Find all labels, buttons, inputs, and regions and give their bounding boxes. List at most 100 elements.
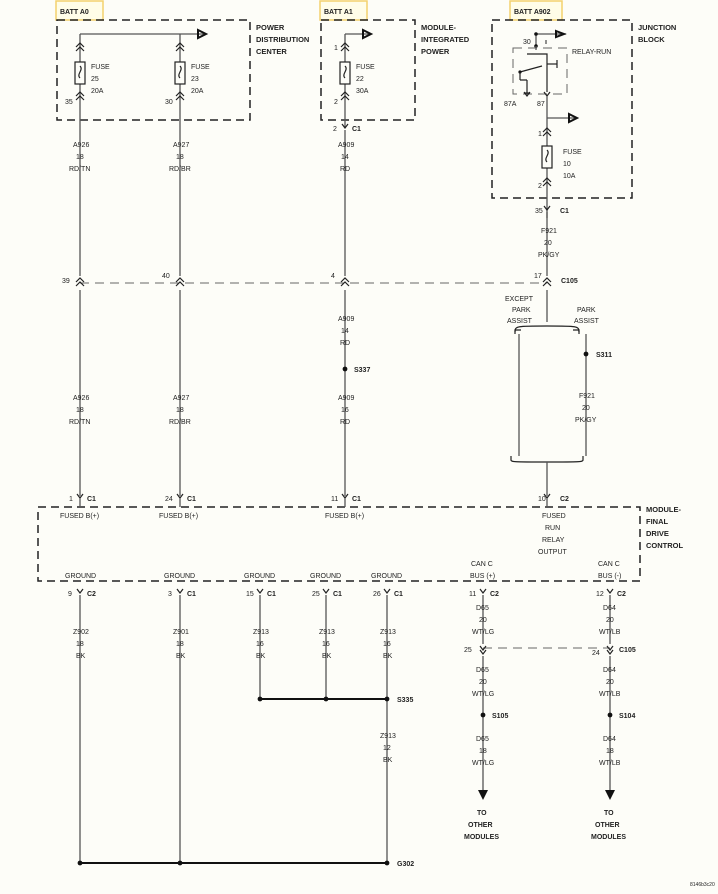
svg-text:F921: F921 (579, 393, 595, 400)
svg-text:C1: C1 (352, 126, 361, 133)
svg-text:PARK: PARK (577, 307, 596, 314)
svg-text:BUS (-): BUS (-) (598, 573, 621, 580)
svg-text:A927: A927 (173, 395, 189, 402)
svg-text:A909: A909 (338, 316, 354, 323)
svg-text:RD: RD (340, 419, 350, 426)
svg-text:FUSE: FUSE (563, 149, 582, 156)
svg-text:20: 20 (479, 617, 487, 624)
svg-text:18: 18 (176, 641, 184, 648)
svg-text:OTHER: OTHER (595, 822, 620, 829)
svg-text:18: 18 (479, 748, 487, 755)
svg-text:OUTPUT: OUTPUT (538, 549, 568, 556)
svg-text:GROUND: GROUND (65, 573, 96, 580)
splice-s337: S337 (342, 366, 370, 374)
svg-text:C2: C2 (87, 591, 96, 598)
svg-text:INTEGRATED: INTEGRATED (421, 35, 470, 44)
svg-text:20A: 20A (191, 88, 204, 95)
svg-text:BUS (+): BUS (+) (470, 573, 495, 580)
svg-text:RD: RD (340, 166, 350, 173)
svg-text:BK: BK (322, 653, 332, 660)
svg-text:Z901: Z901 (173, 629, 189, 636)
svg-text:BATT A0: BATT A0 (60, 9, 89, 16)
svg-text:2: 2 (538, 183, 542, 190)
jb-c1-connector: 35 C1 (535, 205, 569, 215)
junction-block-box (491, 19, 633, 199)
svg-text:C1: C1 (267, 591, 276, 598)
svg-text:S311: S311 (596, 352, 612, 359)
fdc-label: MODULE- FINAL DRIVE CONTROL (646, 505, 683, 550)
relay-run: RELAY-RUN 30 87A 87 (504, 29, 611, 108)
svg-text:35: 35 (535, 208, 543, 215)
svg-text:G302: G302 (397, 861, 414, 868)
svg-text:GROUND: GROUND (164, 573, 195, 580)
wire-label-f921-bot: F921 20 PK/GY (575, 393, 597, 424)
fuse-25: FUSE 25 20A 35 (65, 34, 110, 140)
svg-text:10: 10 (563, 161, 571, 168)
svg-text:BATT A902: BATT A902 (514, 9, 551, 16)
svg-text:24: 24 (165, 496, 173, 503)
svg-text:BK: BK (176, 653, 186, 660)
wire-label-z913-d: Z913 12 BK (380, 733, 396, 764)
wire-label-a909-bot: A909 16 RD (338, 395, 354, 426)
splice-s335: S335 (257, 696, 413, 704)
svg-text:PK/GY: PK/GY (575, 417, 597, 424)
wire-label-z902: Z902 18 BK (73, 629, 89, 660)
svg-text:C105: C105 (561, 278, 578, 285)
svg-text:BK: BK (383, 757, 393, 764)
svg-text:CENTER: CENTER (256, 47, 287, 56)
svg-text:20: 20 (479, 679, 487, 686)
c105-connector: 39 40 4 17 C105 (62, 140, 578, 496)
splice-s104: S104 (607, 712, 635, 720)
svg-text:4: 4 (331, 273, 335, 280)
wire-label-a909-mid: A909 14 RD (338, 316, 354, 347)
svg-text:26: 26 (373, 591, 381, 598)
svg-text:10A: 10A (563, 173, 576, 180)
svg-text:Z902: Z902 (73, 629, 89, 636)
svg-text:18: 18 (176, 407, 184, 414)
wire-label-z913-c: Z913 16 BK (380, 629, 396, 660)
svg-text:16: 16 (383, 641, 391, 648)
fuse-10: FUSE 10 10A 1 2 (538, 96, 582, 218)
svg-text:WT/LB: WT/LB (599, 760, 621, 767)
svg-text:16: 16 (341, 407, 349, 414)
svg-text:20: 20 (606, 617, 614, 624)
svg-text:ASSIST: ASSIST (507, 318, 533, 325)
svg-text:C1: C1 (352, 496, 361, 503)
svg-text:A926: A926 (73, 395, 89, 402)
wire-label-d65-b: D65 20 WT/LG (472, 667, 494, 698)
svg-text:18: 18 (76, 407, 84, 414)
svg-text:C1: C1 (394, 591, 403, 598)
wire-label-d64-c: D64 18 WT/LB (599, 736, 621, 767)
svg-text:1: 1 (69, 496, 73, 503)
svg-text:C2: C2 (490, 591, 499, 598)
svg-text:A909: A909 (338, 395, 354, 402)
wire-label-a909-top: A909 14 RD (338, 142, 354, 173)
svg-text:GROUND: GROUND (244, 573, 275, 580)
svg-text:20: 20 (606, 679, 614, 686)
svg-text:FUSED B(+): FUSED B(+) (325, 513, 364, 520)
svg-text:FUSE: FUSE (91, 64, 110, 71)
svg-text:2: 2 (333, 126, 337, 133)
svg-text:15: 15 (246, 591, 254, 598)
svg-text:CAN C: CAN C (471, 561, 493, 568)
arrow-down-icon (605, 790, 615, 800)
fdc-top-connectors: 1 C1 24 C1 11 C1 10 C2 (69, 493, 569, 507)
svg-text:87: 87 (537, 101, 545, 108)
svg-text:12: 12 (596, 591, 604, 598)
svg-text:40: 40 (162, 273, 170, 280)
svg-text:2: 2 (334, 99, 338, 106)
option-park-assist: PARK ASSIST (574, 307, 600, 325)
svg-text:87A: 87A (504, 101, 517, 108)
svg-text:EXCEPT: EXCEPT (505, 296, 534, 303)
wire-label-z913-a: Z913 16 BK (253, 629, 269, 660)
figure-id: 8146b3c20 (690, 882, 715, 888)
svg-text:D64: D64 (603, 736, 616, 743)
svg-text:10: 10 (538, 496, 546, 503)
svg-text:WT/LG: WT/LG (472, 629, 494, 636)
svg-text:PARK: PARK (512, 307, 531, 314)
svg-text:OTHER: OTHER (468, 822, 493, 829)
svg-text:BLOCK: BLOCK (638, 35, 665, 44)
svg-text:BATT A1: BATT A1 (324, 9, 353, 16)
svg-text:14: 14 (341, 328, 349, 335)
